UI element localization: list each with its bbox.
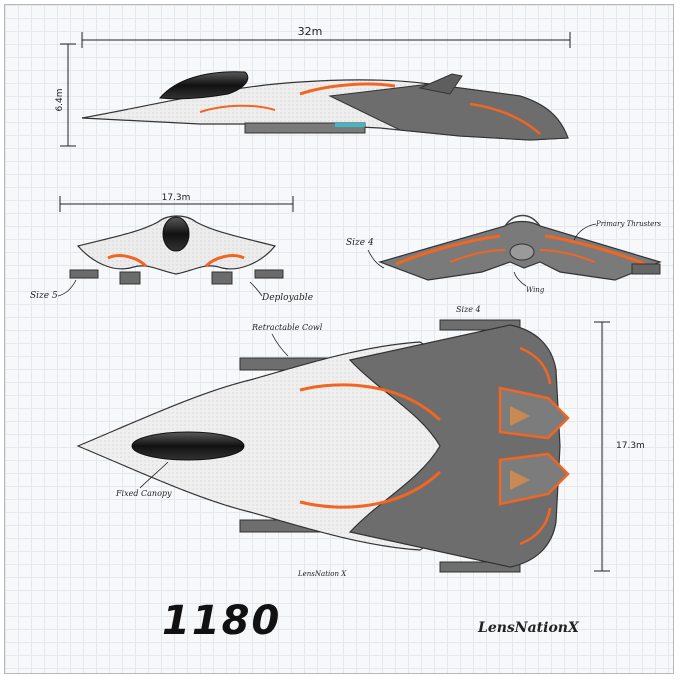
top-canopy bbox=[131, 431, 245, 461]
side-view: 32m 6.4m bbox=[55, 25, 571, 147]
dimension-front-width-label: 17.3m bbox=[162, 193, 191, 203]
side-rear-section bbox=[328, 83, 569, 141]
label-top-gun: Size 4 bbox=[456, 305, 481, 314]
front-canopy bbox=[162, 216, 190, 252]
label-retractable-cowl: Retractable Cowl bbox=[251, 323, 323, 332]
label-front-gun: Size 5 bbox=[30, 291, 58, 301]
dimension-height-label: 6.4m bbox=[55, 88, 65, 111]
label-primary-thrusters: Primary Thrusters bbox=[595, 220, 662, 228]
front-view: 17.3m Size 5 Deployable bbox=[30, 193, 313, 303]
dimension-length-label: 32m bbox=[298, 25, 323, 38]
label-fixed-canopy: Fixed Canopy bbox=[115, 489, 172, 498]
top-wings bbox=[348, 324, 561, 568]
top-view: 17.3m Retractable Cowl Size 4 bbox=[76, 305, 645, 578]
dimension-front-width: 17.3m bbox=[59, 193, 294, 212]
signature: LensNationX bbox=[477, 620, 580, 636]
top-thrusters bbox=[498, 386, 570, 506]
rear-view: Size 4 Primary Thrusters Wing bbox=[346, 214, 662, 294]
side-gun bbox=[244, 122, 366, 134]
label-rear-gun: Size 4 bbox=[346, 238, 374, 248]
side-tail-fin bbox=[418, 73, 463, 95]
front-landing-gear bbox=[69, 269, 284, 285]
dimension-length: 32m bbox=[81, 25, 571, 48]
model-name: 1180 bbox=[162, 598, 281, 644]
label-front-deployable: Deployable bbox=[261, 293, 313, 303]
dimension-top-width-label: 17.3m bbox=[616, 441, 645, 451]
dimension-top-width: 17.3m bbox=[594, 321, 645, 572]
small-signature: LensNation X bbox=[297, 570, 347, 578]
label-wing: Wing bbox=[526, 286, 545, 294]
dimension-height: 6.4m bbox=[55, 43, 76, 147]
side-canopy bbox=[159, 71, 249, 100]
